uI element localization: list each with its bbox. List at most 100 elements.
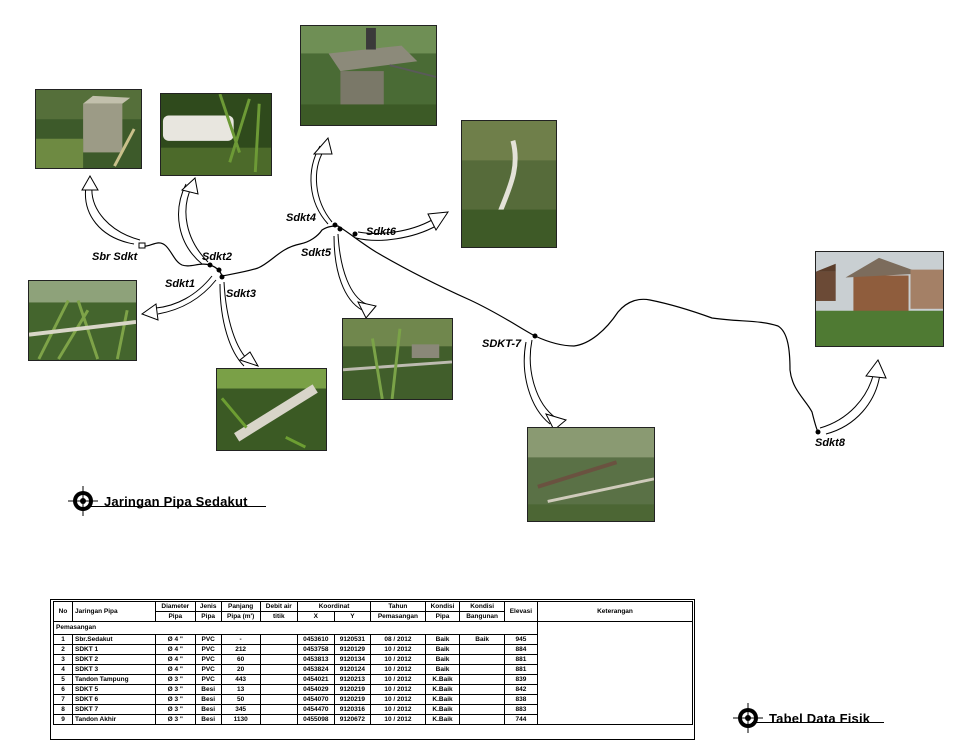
map-title-block: Jaringan Pipa Sedakut <box>68 486 248 516</box>
subheader-debit: titik <box>259 611 299 622</box>
header-kondisi-bangunan: Kondisi <box>459 601 505 612</box>
cell-nama: Tandon Akhir <box>72 714 156 725</box>
cell-y: 9120213 <box>333 674 372 685</box>
cell-elev: 881 <box>503 654 539 665</box>
table-title: Tabel Data Fisik <box>769 710 871 726</box>
cell-panjang: 1130 <box>220 714 261 725</box>
cell-y: 9120129 <box>333 644 372 655</box>
cell-jenis: Besi <box>194 704 222 715</box>
photo-sdkt3-pipe <box>216 368 327 451</box>
cell-tahun: 10 / 2012 <box>370 654 426 665</box>
subheader-diameter: Pipa <box>155 611 196 622</box>
cell-panjang: 212 <box>220 644 261 655</box>
callout-arrow-sdkt1 <box>185 185 209 263</box>
photo-sdkt2-vegetation <box>28 280 137 361</box>
cell-panjang: 345 <box>220 704 261 715</box>
map-title: Jaringan Pipa Sedakut <box>104 493 248 509</box>
cell-nama: SDKT 6 <box>72 694 156 705</box>
cell-y: 9120124 <box>333 664 372 675</box>
label-sbr: Sbr Sdkt <box>92 251 139 263</box>
cell-jenis: Besi <box>194 714 222 725</box>
cell-debit <box>259 684 299 695</box>
photo-sdkt7-pipe <box>527 427 655 522</box>
table-frame <box>50 599 695 740</box>
header-koordinat: Koordinat <box>296 601 372 612</box>
cell-bangunan <box>459 694 505 705</box>
cell-x: 0455098 <box>297 714 335 725</box>
cell-jenis: PVC <box>194 674 222 685</box>
cell-tahun: 10 / 2012 <box>370 704 426 715</box>
cell-elev: 881 <box>503 664 539 675</box>
cell-x: 0453824 <box>297 664 335 675</box>
cell-no: 1 <box>53 634 73 645</box>
cell-no: 2 <box>53 644 73 655</box>
target-symbol-icon <box>68 486 98 516</box>
node-sdkt3 <box>219 274 225 280</box>
cell-jenis: Besi <box>194 684 222 695</box>
source-marker <box>138 242 146 249</box>
header-jaringan: Jaringan Pipa <box>72 601 156 622</box>
cell-pipa: K.Baik <box>424 694 461 705</box>
cell-pipa: Baik <box>424 654 461 665</box>
subheader-x: X <box>297 611 335 622</box>
header-keterangan: Keterangan <box>537 601 693 622</box>
cell-dia: Ø 3 " <box>155 704 196 715</box>
cell-y: 9120672 <box>333 714 372 725</box>
header-no: No <box>53 601 73 622</box>
subheader-kondisi-pipa: Pipa <box>424 611 461 622</box>
cell-no: 8 <box>53 704 73 715</box>
cell-elev: 838 <box>503 694 539 705</box>
label-sdkt8: Sdkt8 <box>815 437 846 449</box>
cell-elev: 842 <box>503 684 539 695</box>
photo-source-intake <box>35 89 142 169</box>
cell-no: 5 <box>53 674 73 685</box>
target-symbol-icon <box>733 703 763 733</box>
photo-final-reservoir <box>815 251 944 347</box>
map-title-underline <box>88 506 266 507</box>
cell-jenis: PVC <box>194 654 222 665</box>
callout-arrow-sdkt8 <box>819 371 875 429</box>
label-sdkt3: Sdkt3 <box>226 288 256 300</box>
photo-sdkt6-pipe <box>461 120 557 248</box>
cell-elev: 839 <box>503 674 539 685</box>
cell-bangunan <box>459 654 505 665</box>
callout-arrow-sdkt4 <box>315 149 333 223</box>
callout-arrow-sdkt5 <box>337 233 367 305</box>
callout-arrow-sdkt2-left <box>157 279 217 315</box>
section-row: Pemasangan <box>53 621 693 725</box>
pipe-network-map: Sbr Sdkt Sdkt1 Sdkt2 Sdkt3 Sdkt4 Sdkt5 S… <box>81 136 887 449</box>
node-sdkt8 <box>815 429 821 435</box>
cell-dia: Ø 4 " <box>155 644 196 655</box>
node-sdkt7 <box>532 333 538 339</box>
cell-elev: 744 <box>503 714 539 725</box>
cell-pipa: K.Baik <box>424 714 461 725</box>
cell-elev: 945 <box>503 634 539 645</box>
cell-debit <box>259 664 299 675</box>
cell-x: 0454470 <box>297 704 335 715</box>
cell-dia: Ø 3 " <box>155 714 196 725</box>
table-header-row: No Jaringan Pipa Diameter Jenis Panjang … <box>53 601 693 622</box>
header-panjang: Panjang <box>220 601 261 612</box>
callout-arrow-sbr <box>91 185 141 241</box>
cell-dia: Ø 3 " <box>155 694 196 705</box>
cell-y: 9120219 <box>333 694 372 705</box>
cell-x: 0453610 <box>297 634 335 645</box>
subheader-kondisi-bangunan: Bangunan <box>459 611 505 622</box>
keterangan-cell <box>537 621 693 725</box>
cell-nama: SDKT 2 <box>72 654 156 665</box>
cell-jenis: PVC <box>194 664 222 675</box>
cell-panjang: 443 <box>220 674 261 685</box>
cell-debit <box>259 694 299 705</box>
header-tahun: Tahun <box>370 601 426 612</box>
photo-sdkt5-bridge <box>342 318 453 400</box>
cell-tahun: 10 / 2012 <box>370 714 426 725</box>
cell-panjang: 13 <box>220 684 261 695</box>
cell-dia: Ø 4 " <box>155 654 196 665</box>
cell-bangunan <box>459 714 505 725</box>
cell-tahun: 10 / 2012 <box>370 674 426 685</box>
cell-nama: Tandon Tampung <box>72 674 156 685</box>
cell-x: 0453758 <box>297 644 335 655</box>
cell-pipa: K.Baik <box>424 684 461 695</box>
